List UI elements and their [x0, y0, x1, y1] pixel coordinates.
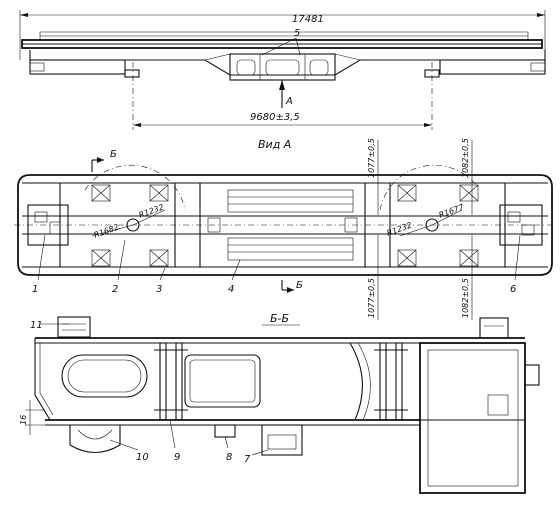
section-mark-top: Б — [110, 149, 117, 160]
callout-2: 2 — [112, 284, 118, 295]
offset-top-left: 1077±0,5 — [367, 138, 376, 178]
callout-5: 5 — [294, 28, 300, 39]
callout-3: 3 — [156, 284, 162, 295]
callout-7: 7 — [244, 454, 251, 465]
callout-4: 4 — [228, 284, 234, 295]
overall-length-label: 17481 — [292, 14, 324, 25]
callout-10: 10 — [136, 452, 149, 463]
bogie-spacing-label: 9680±3,5 — [250, 112, 300, 123]
callout-8: 8 — [226, 452, 232, 463]
callout-1: 1 — [32, 284, 38, 295]
radius-left-large: R1232 — [138, 203, 165, 220]
radius-right-small: R1677 — [438, 202, 466, 220]
section-title: Б-Б — [270, 312, 289, 325]
offset-bottom-right: 1082±0,5 — [461, 278, 470, 318]
callout-11: 11 — [30, 320, 43, 331]
plate-thickness: 16 — [19, 415, 28, 425]
callout-6: 6 — [510, 284, 516, 295]
view-a-title: Вид А — [258, 138, 291, 151]
view-arrow-label: А — [285, 96, 293, 107]
section-b-b: Б-Б — [19, 312, 540, 494]
side-elevation: 17481 5 9680±3,5 — [19, 10, 546, 130]
section-mark-bottom: Б — [296, 280, 303, 291]
callout-9: 9 — [174, 452, 180, 463]
offset-bottom-left: 1077±0,5 — [367, 278, 376, 318]
offset-top-right: 1082±0,5 — [461, 138, 470, 178]
plan-view-a: Вид А Б — [14, 138, 556, 320]
